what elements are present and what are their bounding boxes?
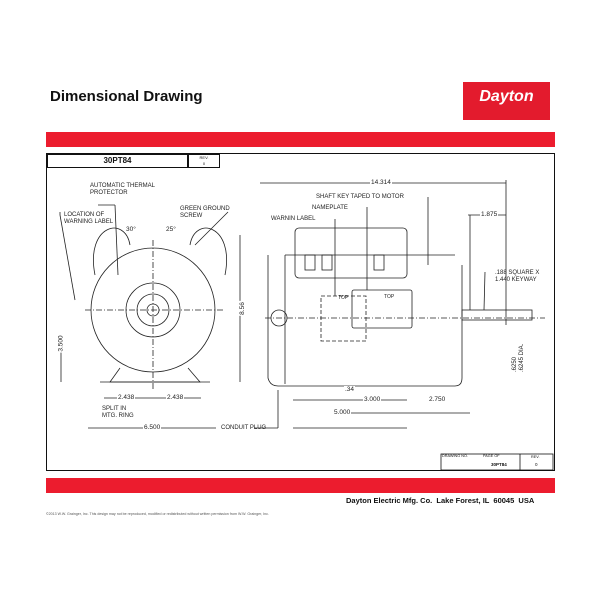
ground-screw-label: GREEN GROUND SCREW — [180, 206, 230, 219]
center-height-dim: 3.500 — [57, 334, 65, 353]
rev-value: 0 — [202, 161, 206, 166]
rev-cell: REV. 0 — [188, 154, 220, 168]
lifting-loop-right — [189, 227, 227, 276]
angle-right-dim: 25° — [165, 226, 177, 233]
end-view — [59, 204, 241, 429]
top-red-bar — [46, 132, 555, 147]
drawing-number-cell: 30PT84 — [47, 154, 188, 168]
split-ring-label: SPLIT IN MTG. RING — [102, 406, 134, 419]
warnin-label: WARNIN LABEL — [271, 216, 316, 222]
dayton-logo: Dayton — [463, 82, 550, 120]
drawing-frame — [46, 153, 555, 471]
angle-left-dim: 30° — [125, 226, 137, 233]
thermal-protector-label: AUTOMATIC THERMAL PROTECTOR — [90, 183, 155, 197]
title-block-rev-label: REV. — [531, 455, 540, 459]
label-text: AUTOMATIC THERMAL PROTECTOR — [90, 183, 156, 196]
rev-label: REV. — [199, 155, 209, 160]
half-base-right-dim: 2.438 — [166, 394, 185, 401]
company-address: Dayton Electric Mfg. Co. Lake Forest, IL… — [346, 496, 535, 505]
title-block-drawing-no-label: DRAWING NO. — [442, 454, 469, 458]
shaft-key-label: SHAFT KEY TAPED TO MOTOR — [316, 194, 404, 200]
warning-label-location-label: LOCATION OF WARNING LABEL — [64, 212, 114, 225]
half-base-left-dim: 2.438 — [117, 394, 136, 401]
top-marker: TOP — [384, 294, 395, 300]
title-block-rev-value: 0 — [535, 462, 538, 467]
base-length-dim: 5.000 — [333, 409, 352, 416]
copyright-notice: ©2013 W.W. Grainger, Inc. This design ma… — [46, 512, 269, 516]
mount-spacing-dim: 3.000 — [363, 396, 382, 403]
overall-length-dim: 14.314 — [370, 179, 392, 186]
lifting-loop-left — [93, 227, 131, 276]
nameplate-label: NAMEPLATE — [312, 205, 348, 211]
height-dim: 8.56 — [238, 301, 246, 316]
conduit-plug-label: CONDUIT PLUG — [221, 425, 267, 431]
title-block-lines — [440, 453, 554, 471]
slot-dim: .34 — [344, 386, 356, 393]
bottom-red-bar — [46, 478, 555, 493]
title-block-page-label: PAGE OF — [483, 454, 500, 458]
base-width-dim: 6.500 — [143, 424, 162, 431]
shaft-length-dim: 1.875 — [480, 211, 499, 218]
shaft-diameter-label: .6250 .6245 DIA. — [512, 343, 525, 372]
title-block-drawing-no: 30PT84 — [491, 462, 507, 467]
keyway-label: .188 SQUARE X 1.440 KEYWAY — [495, 270, 540, 283]
shaft-to-mount-dim: 2.750 — [428, 396, 447, 403]
side-view — [254, 180, 545, 429]
top-marker: TOP — [338, 295, 349, 301]
page-title: Dimensional Drawing — [50, 88, 203, 105]
